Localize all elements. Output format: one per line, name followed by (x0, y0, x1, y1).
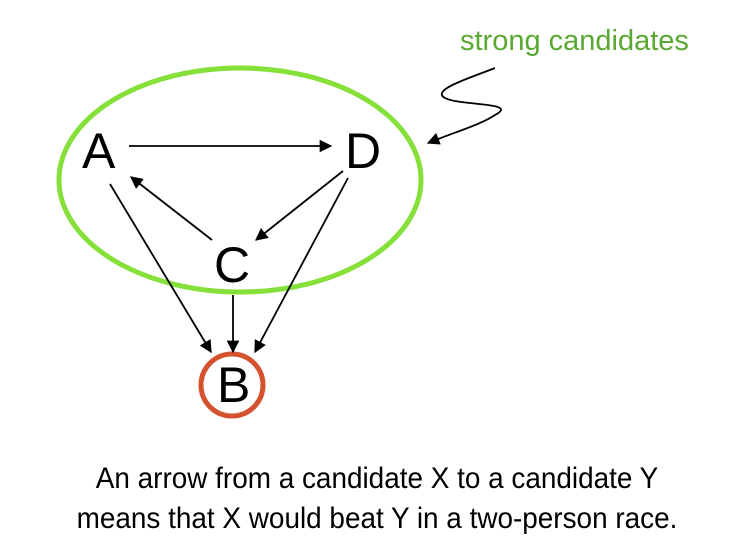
node-d: D (345, 123, 381, 179)
weak-candidate-circle (198, 351, 266, 419)
caption-line-2: means that X would beat Y in a two-perso… (76, 502, 678, 535)
strong-candidates-label: strong candidates (460, 25, 689, 57)
strong-candidates-ellipse (56, 65, 424, 295)
edge-d-to-b (254, 177, 349, 354)
squiggle-pointer-arrow (426, 67, 502, 145)
node-c: C (214, 237, 250, 293)
caption-line-1: An arrow from a candidate X to a candida… (95, 462, 659, 495)
node-b: B (217, 357, 250, 413)
node-a: A (82, 123, 116, 179)
edge-d-to-c (255, 170, 344, 241)
edge-a-to-b (109, 183, 212, 354)
edge-c-to-a (130, 176, 213, 241)
